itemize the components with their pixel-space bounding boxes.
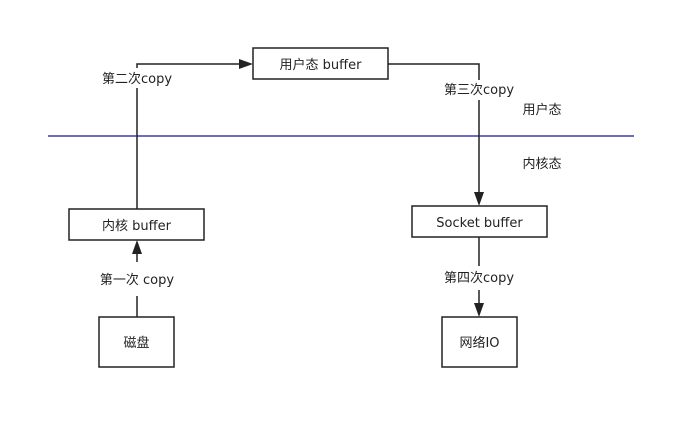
node-disk-label: 磁盘	[123, 335, 149, 351]
node-user-buffer: 用户态 buffer	[252, 47, 389, 80]
edge-label-second-copy: 第二次copy	[102, 71, 172, 87]
edge-fourth-copy-arrowhead	[474, 303, 484, 317]
edge-second-copy	[136, 59, 253, 209]
edge-fourth-copy	[474, 237, 484, 317]
edge-label-third-copy: 第三次copy	[444, 82, 514, 98]
edge-third-copy-arrowhead	[474, 192, 484, 206]
node-network-io-label: 网络IO	[459, 335, 499, 351]
edge-label-fourth-copy: 第四次copy	[444, 270, 514, 286]
node-network-io: 网络IO	[441, 316, 518, 368]
node-socket-buffer-label: Socket buffer	[436, 216, 523, 231]
node-socket-buffer-box	[411, 205, 548, 238]
node-network-io-box	[441, 316, 518, 368]
zone-label-user-mode: 用户态	[522, 102, 561, 118]
edge-second-copy-arrowhead	[239, 59, 253, 69]
edge-third-copy-path	[388, 63, 480, 193]
node-kernel-buffer-label: 内核 buffer	[102, 218, 172, 234]
edge-third-copy	[388, 63, 484, 206]
node-user-buffer-label: 用户态 buffer	[280, 57, 363, 73]
edge-first-copy-arrowhead	[132, 240, 142, 254]
node-user-buffer-box	[252, 47, 389, 80]
zone-label-kernel-mode: 内核态	[522, 156, 561, 172]
node-kernel-buffer-box	[68, 208, 205, 241]
edge-label-second-copy-bg	[96, 68, 178, 88]
node-socket-buffer: Socket buffer	[411, 205, 548, 238]
edge-label-third-copy-bg	[440, 80, 520, 100]
node-disk: 磁盘	[98, 316, 175, 368]
node-kernel-buffer: 内核 buffer	[68, 208, 205, 241]
node-disk-box	[98, 316, 175, 368]
edge-second-copy-path	[136, 63, 240, 209]
edge-first-copy	[132, 240, 142, 317]
edge-label-first-copy: 第一次 copy	[100, 272, 174, 288]
